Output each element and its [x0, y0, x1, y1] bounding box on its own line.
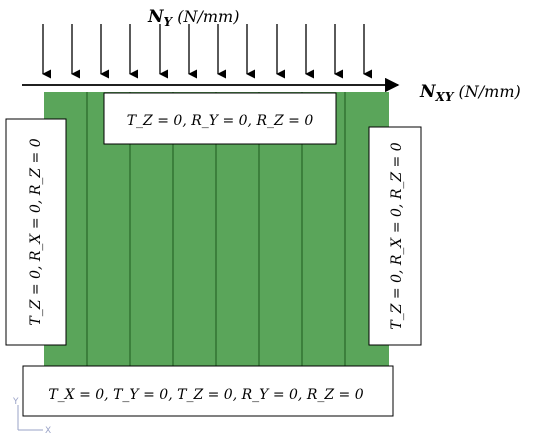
ny-units: (N/mm)	[172, 7, 239, 26]
triad-y-label: Y	[12, 397, 19, 407]
nxy-label: NXY (N/mm)	[419, 82, 521, 104]
nxy-subscript: XY	[435, 90, 455, 104]
ny-label: NY (N/mm)	[147, 7, 239, 29]
triad-x-label: X	[45, 426, 51, 436]
nxy-symbol: N	[419, 82, 437, 102]
ny-subscript: Y	[164, 15, 174, 29]
ny-load-arrows	[42, 24, 373, 79]
top-bc-text: T_Z = 0, R_Y = 0, R_Z = 0	[127, 113, 314, 129]
bottom-bc-text: T_X = 0, T_Y = 0, T_Z = 0, R_Y = 0, R_Z …	[48, 387, 363, 403]
right-bc-text: T_Z = 0, R_X = 0, R_Z = 0	[389, 142, 405, 329]
ny-symbol: N	[147, 7, 165, 27]
left-boundary-condition: T_Z = 0, R_X = 0, R_Z = 0	[5, 118, 67, 346]
right-boundary-condition: T_Z = 0, R_X = 0, R_Z = 0	[368, 126, 422, 346]
top-boundary-condition: T_Z = 0, R_Y = 0, R_Z = 0	[103, 92, 337, 145]
nxy-units: (N/mm)	[453, 82, 520, 101]
axes-triad	[17, 405, 43, 431]
left-bc-text: T_Z = 0, R_X = 0, R_Z = 0	[28, 138, 44, 325]
bottom-boundary-condition: T_X = 0, T_Y = 0, T_Z = 0, R_Y = 0, R_Z …	[22, 365, 394, 417]
